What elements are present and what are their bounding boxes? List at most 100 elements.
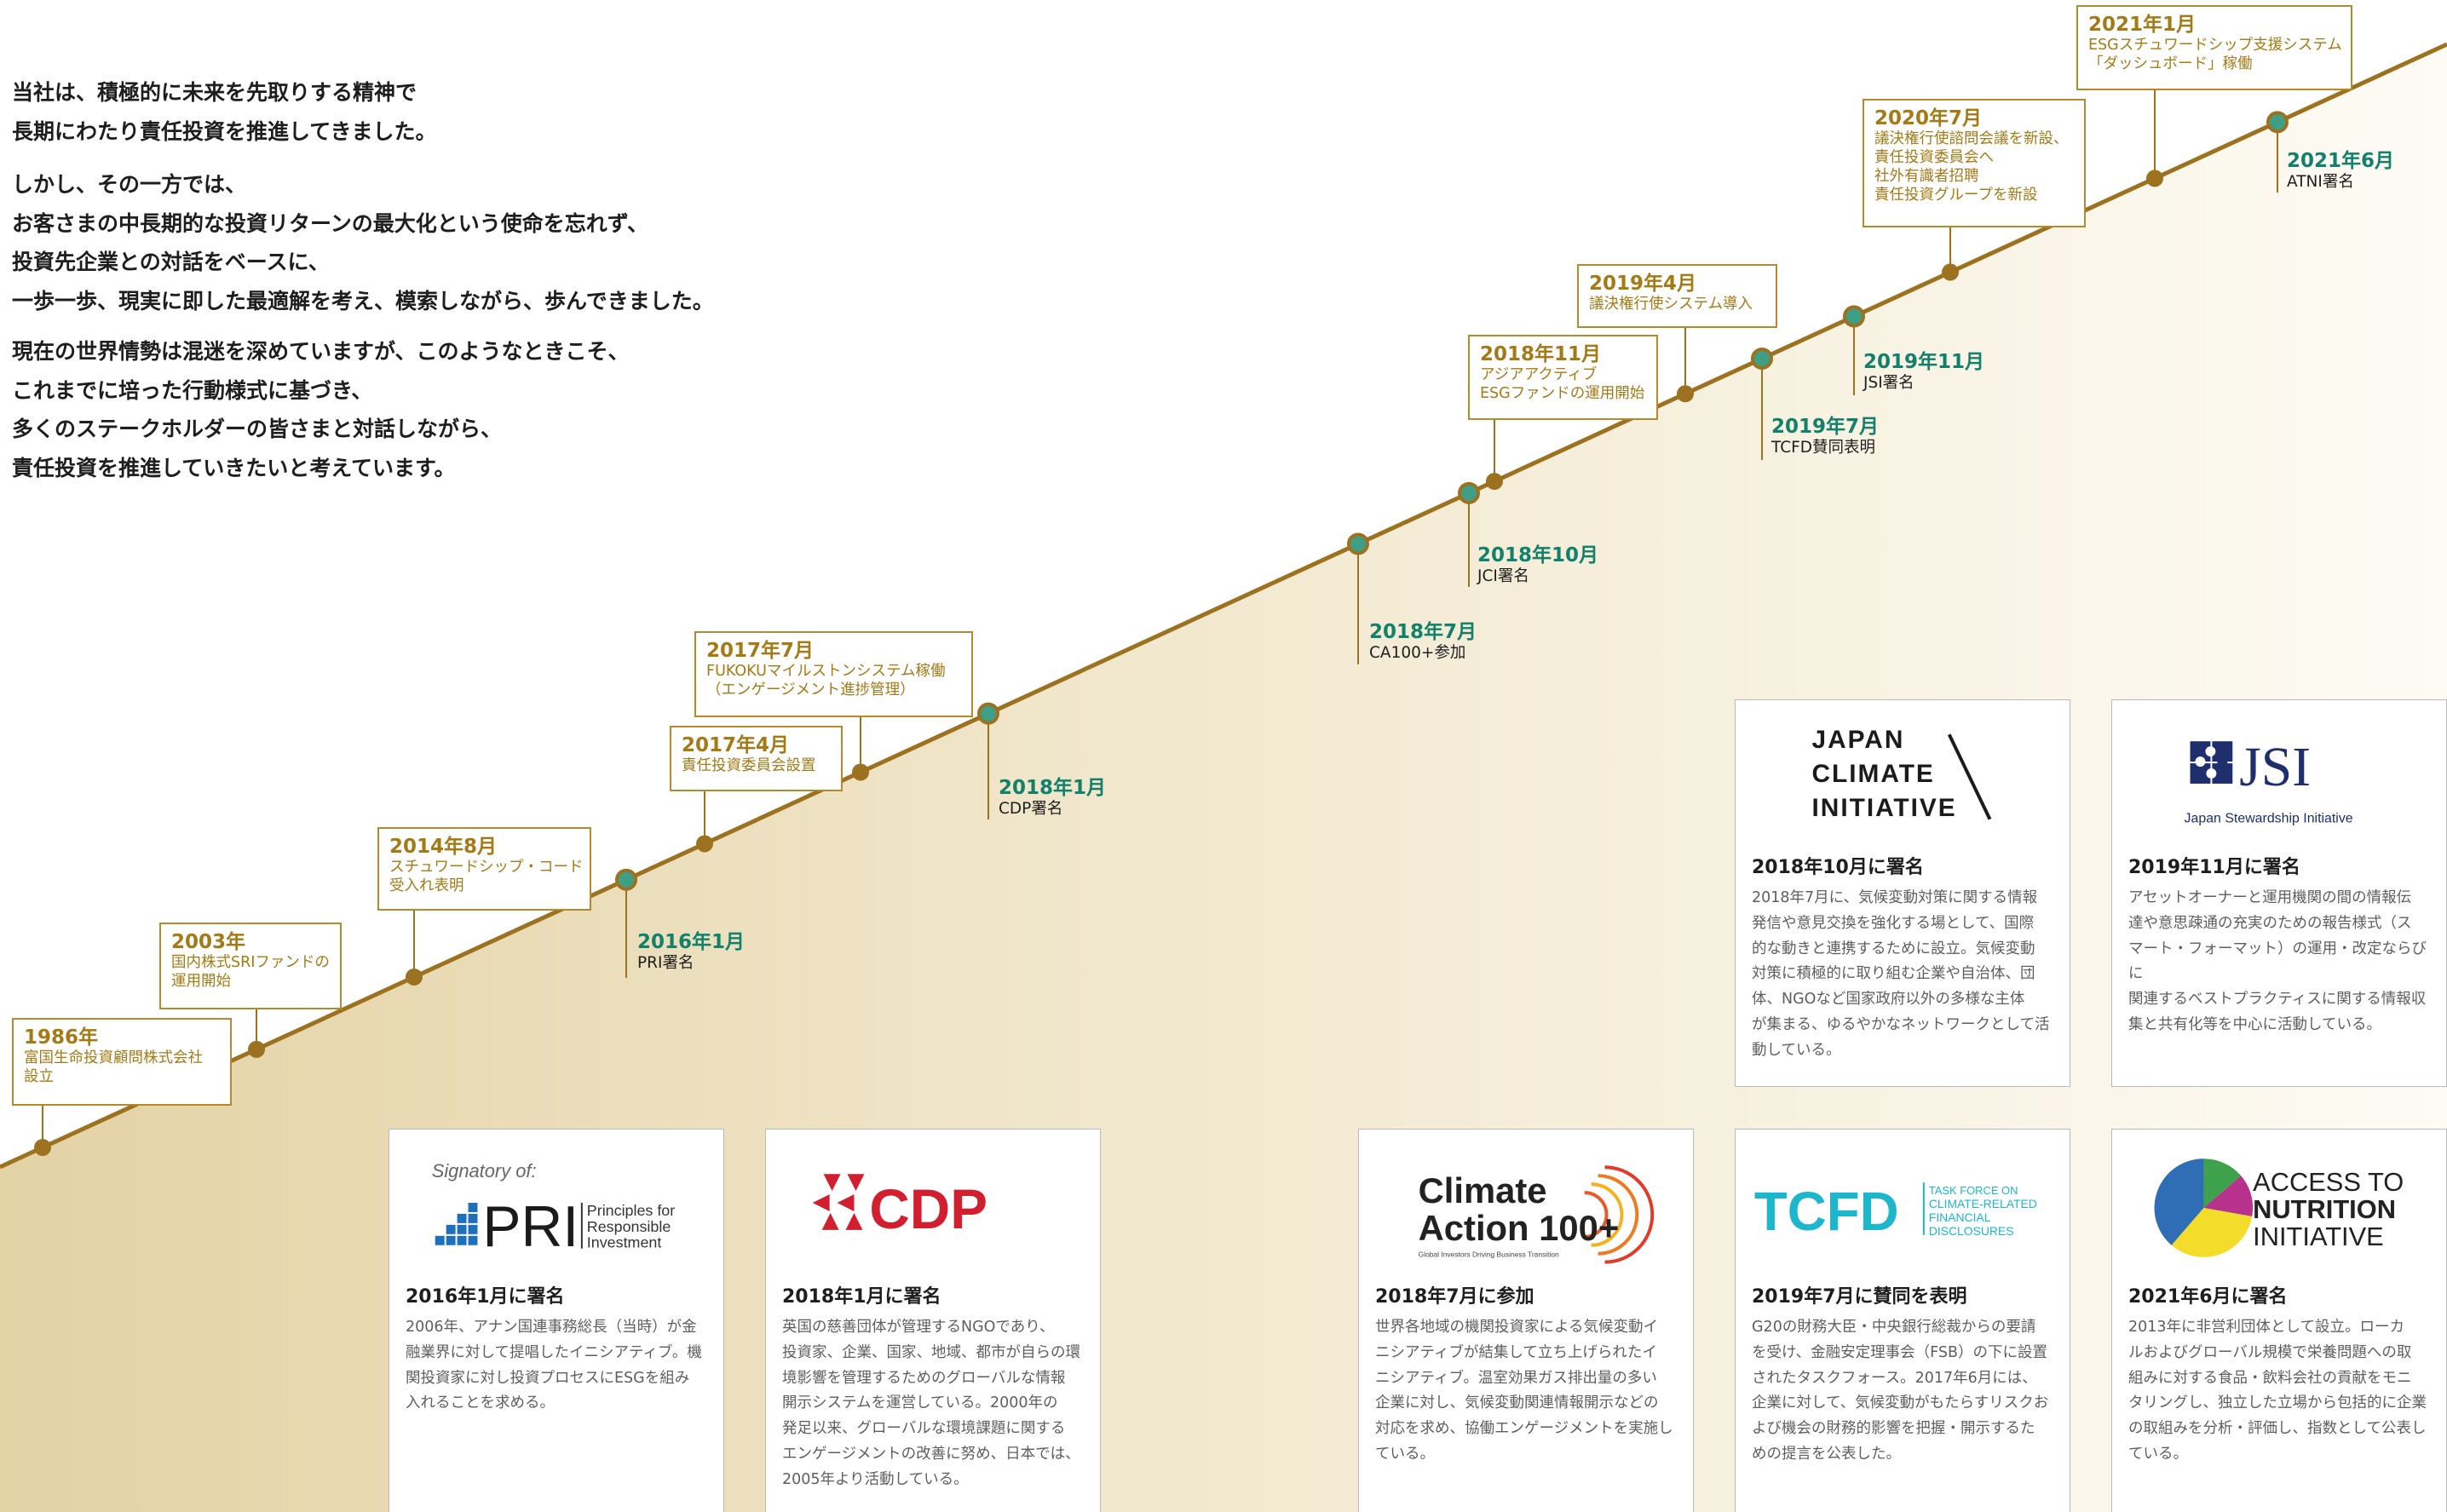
event-text: ATNI署名 xyxy=(2287,173,2354,191)
event-date: 2020年7月 xyxy=(1874,107,1983,129)
event-date: 2021年6月 xyxy=(2287,150,2395,172)
event-2016-01: 2016年1月 PRI署名 xyxy=(637,931,745,974)
card-body: 世界各地域の機関投資家による気候変動イ ニシアティブが結集して立ち上げられたイ … xyxy=(1375,1319,1673,1463)
tcfd-logo: TCFD TASK FORCE ON CLIMATE-RELATED FINAN… xyxy=(1754,1181,2037,1242)
event-date: 2016年1月 xyxy=(637,931,746,953)
event-date: 2017年4月 xyxy=(682,734,790,756)
card-body: G20の財務大臣・中央銀行総裁からの要請 を受け、金融安定理事会（FSB）の下に… xyxy=(1752,1319,2049,1463)
timeline-dot xyxy=(696,835,713,853)
atni-wordmark: INITIATIVE xyxy=(2253,1222,2384,1251)
jci-wordmark: INITIATIVE xyxy=(1812,794,1957,822)
timeline-dot xyxy=(1751,347,1773,370)
timeline-dot xyxy=(852,763,869,781)
pri-subtitle: Principles for xyxy=(587,1202,675,1219)
event-date: 1986年 xyxy=(24,1026,99,1049)
event-text: 設立 xyxy=(24,1068,54,1085)
event-2020-07: 2020年7月 議決権行使諮問会議を新設、 責任投資委員会へ 社外有識者招聘 責… xyxy=(1863,99,2086,227)
event-2018-07: 2018年7月 CA100+参加 xyxy=(1369,621,1477,664)
event-text: 国内株式SRIファンドの xyxy=(171,954,330,971)
event-text: 運用開始 xyxy=(171,973,231,990)
event-2018-10: 2018年10月 JCI署名 xyxy=(1477,544,1598,587)
climate-arcs-icon xyxy=(1584,1165,1655,1264)
timeline-dot xyxy=(1942,263,1959,281)
event-2017-07: 2017年7月 FUKOKUマイルストンシステム稼働 （エンゲージメント進捗管理… xyxy=(694,631,973,717)
event-2021-01: 2021年1月 ESGスチュワードシップ支援システム 「ダッシュボード」稼働 xyxy=(2076,5,2352,90)
event-date: 2018年1月 xyxy=(999,777,1107,799)
card-title: 2016年1月に署名 xyxy=(406,1286,565,1308)
timeline-dot xyxy=(248,1040,265,1058)
card-climate-action: Climate Action 100+ Global Investors Dri… xyxy=(1358,1129,1694,1512)
jsi-wordmark: JSI xyxy=(2239,736,2311,798)
event-text: 議決権行使システム導入 xyxy=(1589,296,1753,313)
tcfd-wordmark: TCFD xyxy=(1754,1181,1899,1242)
event-text: 議決権行使諮問会議を新設、 xyxy=(1874,130,2069,147)
intro-line: 長期にわたり責任投資を推進してきました。 xyxy=(12,118,437,144)
intro-line: 投資先企業との対話をベースに、 xyxy=(12,250,330,274)
card-body: 2006年、アナン国連事務総長（当時）が金 融業界に対して提唱したイニシアティブ… xyxy=(406,1319,702,1412)
climate-action-logo: Climate Action 100+ Global Investors Dri… xyxy=(1419,1165,1655,1264)
event-text: 富国生命投資顧問株式会社 xyxy=(24,1049,203,1066)
card-title: 2021年6月に署名 xyxy=(2128,1286,2288,1308)
event-2003: 2003年 国内株式SRIファンドの 運用開始 xyxy=(159,923,342,1009)
event-text: 責任投資委員会へ xyxy=(1874,149,1994,166)
event-text: ESGファンドの運用開始 xyxy=(1480,385,1645,402)
atni-logo: ACCESS TO NUTRITION INITIATIVE xyxy=(2154,1158,2404,1257)
intro-line: これまでに培った行動様式に基づき、 xyxy=(12,377,373,403)
card-pri: Signatory of: PRI Principles for Respons… xyxy=(389,1129,724,1512)
event-2019-04: 2019年4月 議決権行使システム導入 xyxy=(1577,264,1777,328)
card-title: 2018年7月に参加 xyxy=(1375,1286,1534,1308)
timeline-dot xyxy=(615,868,637,891)
jsi-subtitle: Japan Stewardship Initiative xyxy=(2185,812,2353,826)
event-text: ESGスチュワードシップ支援システム xyxy=(2088,37,2342,54)
event-2018-01: 2018年1月 CDP署名 xyxy=(999,777,1106,819)
climate-tagline: Global Investors Driving Business Transi… xyxy=(1419,1250,1559,1259)
card-cdp: CDP 2018年1月に署名 英国の慈善団体が管理するNGOであり、 投資家、企… xyxy=(765,1129,1101,1512)
event-text: スチュワードシップ・コード xyxy=(389,859,584,876)
pri-subtitle: Responsible xyxy=(587,1218,671,1235)
event-text: JSI署名 xyxy=(1863,374,1914,392)
atni-wordmark: NUTRITION xyxy=(2253,1194,2396,1224)
card-body: 2018年7月に、気候変動対策に関する情報 発信や意見交換を強化する場として、国… xyxy=(1752,889,2050,1059)
cdp-logo: CDP xyxy=(812,1174,987,1240)
card-body: 2013年に非営利団体として設立。ローカ ルおよびグローバル規模で栄養問題への取… xyxy=(2128,1319,2427,1463)
event-text: 責任投資グループを新設 xyxy=(1874,187,2038,204)
event-text: CA100+参加 xyxy=(1369,644,1466,662)
event-2021-06: 2021年6月 ATNI署名 xyxy=(2287,150,2394,193)
pri-caption: Signatory of: xyxy=(432,1160,537,1181)
event-date: 2018年11月 xyxy=(1480,343,1602,365)
timeline-dot xyxy=(1677,385,1694,403)
timeline-dot xyxy=(2146,170,2163,187)
card-jsi: JSI Japan Stewardship Initiative 2019年11… xyxy=(2111,699,2447,1087)
event-text: TCFD賛同表明 xyxy=(1771,439,1876,457)
event-text: JCI署名 xyxy=(1477,567,1529,585)
event-text: FUKOKUマイルストンシステム稼働 xyxy=(706,663,946,680)
card-body: アセットオーナーと運用機関の間の情報伝 達や意思疎通の充実のための報告様式（ス … xyxy=(2128,889,2427,1033)
event-text: CDP署名 xyxy=(999,800,1063,818)
event-text: 「ダッシュボード」稼働 xyxy=(2088,55,2253,72)
card-title: 2018年10月に署名 xyxy=(1752,857,1924,878)
timeline-dot xyxy=(1458,481,1480,504)
jci-wordmark: JAPAN xyxy=(1812,726,1905,754)
jsi-puzzle-icon xyxy=(2190,741,2233,784)
intro-line: 当社は、積極的に未来を先取りする精神で xyxy=(12,80,417,105)
jci-logo: JAPAN CLIMATE INITIATIVE xyxy=(1812,726,1992,822)
cdp-arrows-icon xyxy=(812,1174,865,1230)
intro-line: しかし、その一方では、 xyxy=(12,172,247,197)
event-2017-04: 2017年4月 責任投資委員会設置 xyxy=(670,726,843,791)
event-date: 2019年11月 xyxy=(1863,351,1985,373)
atni-wordmark: ACCESS TO xyxy=(2253,1167,2404,1197)
intro-line: 責任投資を推進していきたいと考えています。 xyxy=(12,455,456,480)
timeline-dot xyxy=(34,1139,51,1157)
intro-line: 多くのステークホルダーの皆さまと対話しながら、 xyxy=(12,417,503,441)
pri-subtitle: Investment xyxy=(587,1234,662,1251)
timeline-dot xyxy=(1347,532,1369,555)
card-jci: JAPAN CLIMATE INITIATIVE 2018年10月に署名 201… xyxy=(1735,699,2070,1087)
timeline-dot xyxy=(1843,305,1865,328)
pri-wordmark: PRI xyxy=(482,1195,579,1259)
timeline-dot xyxy=(2266,111,2289,134)
card-title: 2018年1月に署名 xyxy=(782,1286,941,1308)
jsi-logo: JSI Japan Stewardship Initiative xyxy=(2185,736,2353,826)
tcfd-subtitle: TASK FORCE ON xyxy=(1929,1184,2018,1197)
intro-text: 当社は、積極的に未来を先取りする精神で 長期にわたり責任投資を推進してきました。… xyxy=(12,73,796,487)
